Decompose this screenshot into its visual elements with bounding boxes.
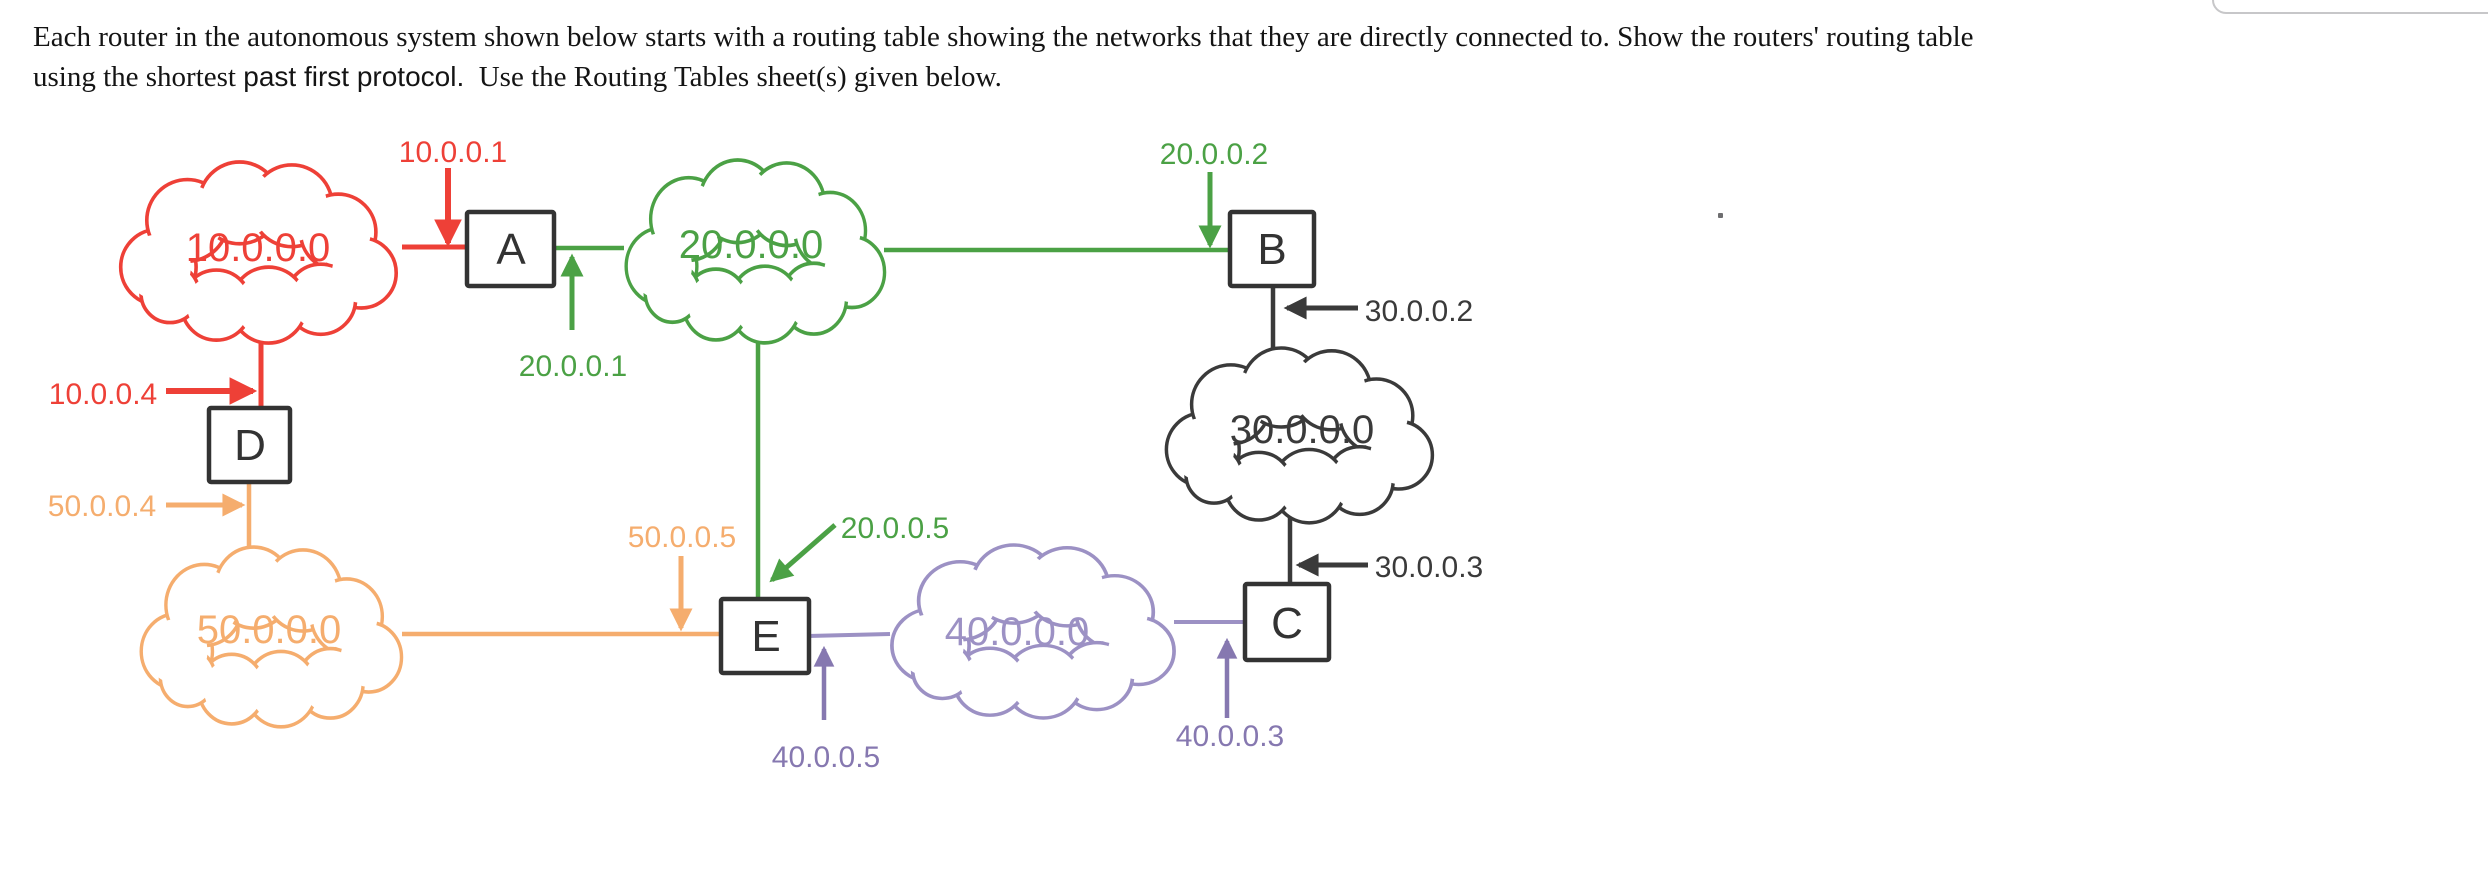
router-label-D: D xyxy=(234,421,266,470)
if-label-10-0-0-4: 10.0.0.4 xyxy=(49,378,157,411)
router-label-C: C xyxy=(1271,599,1303,648)
network-label-20-0-0-0: 20.0.0.0 xyxy=(679,223,824,267)
if-label-20-0-0-2: 20.0.0.2 xyxy=(1160,138,1268,171)
network-label-50-0-0-0: 50.0.0.0 xyxy=(197,608,342,652)
arrow-20-0-0-5 xyxy=(769,523,837,583)
instructions-line2-serif-tail: Use the Routing Tables sheet(s) given be… xyxy=(464,61,1002,93)
router-label-A: A xyxy=(496,225,526,274)
if-label-50-0-0-5: 50.0.0.5 xyxy=(628,521,736,554)
router-box-D xyxy=(206,405,293,485)
if-label-10-0-0-1: 10.0.0.1 xyxy=(399,136,507,169)
cutoff-panel xyxy=(2212,0,2488,14)
stray-dot xyxy=(1718,213,1723,218)
if-label-40-0-0-3: 40.0.0.3 xyxy=(1176,720,1284,753)
router-box-C xyxy=(1242,581,1332,663)
network-label-30-0-0-0: 30.0.0.0 xyxy=(1230,408,1375,452)
router-box-A xyxy=(464,209,557,289)
router-box-E xyxy=(718,596,812,676)
link-routerE-net40 xyxy=(807,632,891,638)
if-label-30-0-0-3: 30.0.0.3 xyxy=(1375,551,1483,584)
if-label-30-0-0-2: 30.0.0.2 xyxy=(1365,295,1473,328)
if-label-20-0-0-5: 20.0.0.5 xyxy=(841,512,949,545)
instructions-line-1: Each router in the autonomous system sho… xyxy=(33,21,1974,53)
router-label-B: B xyxy=(1257,225,1286,274)
if-label-40-0-0-5: 40.0.0.5 xyxy=(772,741,880,774)
router-label-E: E xyxy=(751,612,780,661)
instructions-line2-serif-lead: using the shortest xyxy=(33,61,244,93)
network-label-10-0-0-0: 10.0.0.0 xyxy=(186,226,331,270)
instructions-text: Each router in the autonomous system sho… xyxy=(33,18,1974,97)
if-label-50-0-0-4: 50.0.0.4 xyxy=(48,490,156,523)
router-box-B xyxy=(1227,209,1317,289)
instructions-line2-sans-mid: past first protocol. xyxy=(243,61,465,92)
if-label-20-0-0-1: 20.0.0.1 xyxy=(519,350,627,383)
instructions-line-2: using the shortest past first protocol. … xyxy=(33,57,1974,97)
network-label-40-0-0-0: 40.0.0.0 xyxy=(945,610,1090,654)
